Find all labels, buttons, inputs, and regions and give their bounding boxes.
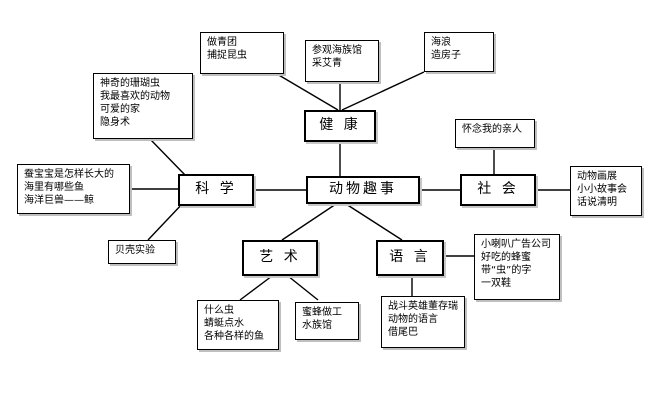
leaf-line: 造房子 — [431, 50, 461, 61]
leaf-line: 蜜蜂做工 — [302, 307, 342, 318]
leaf-coral-worm[interactable]: 神奇的珊瑚虫 我最喜欢的动物 可爱的家 隐身术 — [93, 73, 193, 139]
leaf-line: 各种各样的鱼 — [204, 331, 264, 342]
leaf-trumpet-ad[interactable]: 小喇叭广告公司 好吃的蜂蜜 带“虫”的字 一双鞋 — [474, 234, 560, 300]
node-branch-art[interactable]: 艺 术 — [242, 240, 318, 276]
node-branch-science-label: 科 学 — [195, 181, 237, 198]
leaf-line: 带“虫”的字 — [481, 265, 532, 276]
leaf-line: 一双鞋 — [481, 278, 511, 289]
leaf-insect-team[interactable]: 做青团 捕捉昆虫 — [200, 32, 284, 74]
leaf-line: 贝壳实验 — [115, 245, 155, 256]
leaf-line: 做青团 — [207, 37, 237, 48]
node-center-label: 动物趣事 — [329, 181, 397, 198]
leaf-line: 好吃的蜂蜜 — [481, 252, 531, 263]
leaf-bee-work[interactable]: 蜜蜂做工 水族馆 — [295, 302, 359, 340]
leaf-line: 小小故事会 — [577, 184, 627, 195]
node-branch-language-label: 语 言 — [389, 249, 431, 266]
node-branch-society-label: 社 会 — [477, 181, 519, 198]
leaf-line: 话说清明 — [577, 197, 617, 208]
leaf-line: 蚕宝宝是怎样长大的 — [24, 169, 114, 180]
leaf-line: 水族馆 — [302, 320, 332, 331]
leaf-line: 采艾青 — [312, 58, 342, 69]
leaf-silkworm-sea[interactable]: 蚕宝宝是怎样长大的 海里有哪些鱼 海洋巨兽——鲸 — [17, 164, 130, 214]
leaf-line: 海里有哪些鱼 — [24, 182, 84, 193]
leaf-line: 怀念我的亲人 — [462, 124, 522, 135]
leaf-line: 动物的语言 — [388, 314, 438, 325]
leaf-line: 我最喜欢的动物 — [100, 91, 170, 102]
leaf-aquarium-visit[interactable]: 参观海族馆 采艾青 — [305, 40, 379, 82]
leaf-line: 可爱的家 — [100, 104, 140, 115]
leaf-line: 海洋巨兽——鲸 — [24, 195, 94, 206]
leaf-what-insect[interactable]: 什么虫 蜻蜓点水 各种各样的鱼 — [197, 300, 279, 350]
leaf-animal-exhibition[interactable]: 动物画展 小小故事会 话说清明 — [570, 166, 642, 216]
leaf-remember-relatives[interactable]: 怀念我的亲人 — [455, 119, 535, 148]
node-center-animal-fun[interactable]: 动物趣事 — [306, 176, 420, 204]
leaf-line: 隐身术 — [100, 117, 130, 128]
leaf-line: 蜻蜓点水 — [204, 318, 244, 329]
node-branch-society[interactable]: 社 会 — [460, 174, 536, 206]
leaf-line: 神奇的珊瑚虫 — [100, 78, 160, 89]
node-branch-health[interactable]: 健 康 — [304, 110, 376, 142]
leaf-waves-house[interactable]: 海浪 造房子 — [424, 32, 494, 72]
leaf-shell-experiment[interactable]: 贝壳实验 — [108, 240, 176, 264]
leaf-line: 参观海族馆 — [312, 45, 362, 56]
node-branch-health-label: 健 康 — [319, 117, 361, 134]
leaf-line: 海浪 — [431, 37, 451, 48]
node-branch-language[interactable]: 语 言 — [376, 240, 444, 276]
leaf-line: 借尾巴 — [388, 327, 418, 338]
leaf-line: 什么虫 — [204, 305, 234, 316]
leaf-line: 捕捉昆虫 — [207, 50, 247, 61]
leaf-line: 战斗英雄董存瑞 — [388, 301, 458, 312]
leaf-line: 小喇叭广告公司 — [481, 239, 551, 250]
node-branch-science[interactable]: 科 学 — [178, 174, 254, 206]
leaf-hero-dong[interactable]: 战斗英雄董存瑞 动物的语言 借尾巴 — [381, 296, 465, 348]
leaf-line: 动物画展 — [577, 171, 617, 182]
node-branch-art-label: 艺 术 — [259, 249, 301, 266]
